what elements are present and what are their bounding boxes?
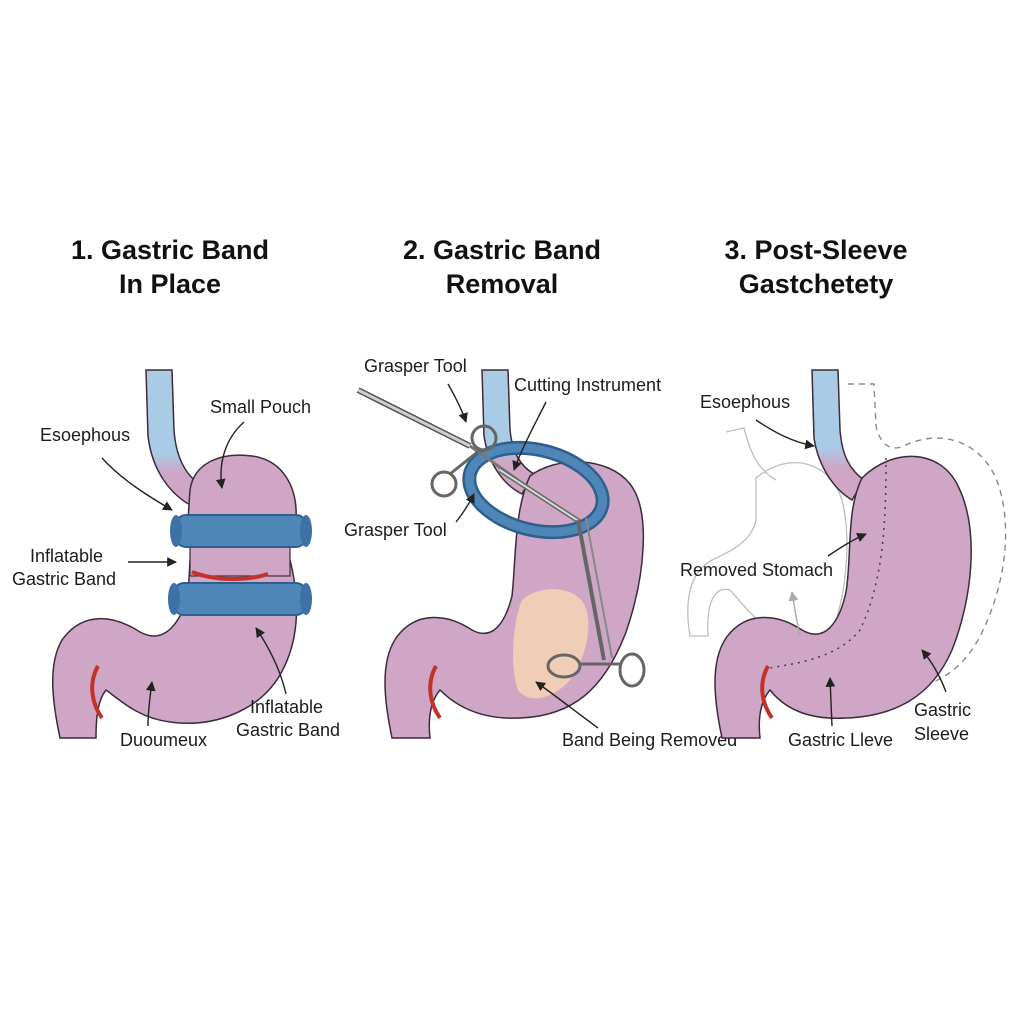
esophagus-tube-3 — [811, 369, 865, 502]
arrow-small-pouch — [215, 421, 245, 489]
band-scar-line — [191, 570, 269, 581]
label-sleeve-l1: Gastric — [914, 700, 971, 720]
panel-2-illustration: Grasper Tool Cutting Instrument Grasper … — [344, 356, 737, 750]
label-grasper-top: Grasper Tool — [364, 356, 467, 376]
gastric-band-lower — [168, 582, 312, 616]
removed-direction-arrow — [788, 591, 801, 637]
label-duodenum: Duoumeux — [120, 730, 207, 750]
grasper-tool-long — [546, 517, 646, 688]
panel-3-title-line2: Gastchetety — [738, 269, 894, 299]
label-band-upper-l1: Inflatable — [30, 546, 103, 566]
duodenum-red-line-3 — [760, 665, 774, 720]
panel-2-title-line2: Removal — [445, 269, 559, 299]
arrow-band-removed — [535, 681, 599, 729]
arrow-grasper-left — [455, 493, 475, 523]
panel-3-title-line1: 3. Post-Sleeve — [724, 235, 908, 265]
panel-2-title-line1: 2. Gastric Band — [402, 235, 602, 265]
cutting-instrument — [498, 467, 582, 525]
label-removed-stomach: Removed Stomach — [680, 560, 833, 580]
panel-1-illustration: Esoephous Small Pouch Inflatable Gastric… — [12, 369, 340, 750]
label-gastric-lleve: Gastric Lleve — [788, 730, 893, 750]
panel-1-title: 1. Gastric Band In Place — [20, 233, 320, 301]
removed-esophagus-outline — [725, 427, 777, 481]
arrow-esophagus-3 — [755, 419, 815, 450]
small-pouch — [187, 454, 297, 521]
duodenum-red-line — [90, 665, 104, 720]
panel-2-title: 2. Gastric Band Removal — [352, 233, 652, 301]
removed-stomach-outline — [687, 462, 848, 641]
label-esophagus-1: Esoephous — [40, 425, 130, 445]
arrow-cutting — [512, 401, 547, 471]
arrow-band-lower — [255, 627, 287, 695]
arrow-duodenum — [145, 681, 156, 727]
label-band-lower-l2: Gastric Band — [236, 720, 340, 740]
panel-1-title-line1: 1. Gastric Band — [70, 235, 270, 265]
panel-3-title: 3. Post-Sleeve Gastchetety — [666, 233, 966, 301]
label-band-lower-l1: Inflatable — [250, 697, 323, 717]
label-sleeve-l2: Sleeve — [914, 724, 969, 744]
label-grasper-left: Grasper Tool — [344, 520, 447, 540]
band-removal-area — [513, 589, 589, 699]
label-cutting: Cutting Instrument — [514, 375, 661, 395]
arrow-sleeve — [921, 649, 947, 693]
original-stomach-dashed — [848, 383, 1007, 691]
panel-1-title-line2: In Place — [118, 269, 222, 299]
arrow-esophagus-1 — [101, 457, 173, 511]
arrow-grasper-top — [447, 383, 468, 423]
label-band-removed: Band Being Removed — [562, 730, 737, 750]
panel-3-illustration: Esoephous Removed Stomach Gastric Lleve … — [680, 369, 1007, 750]
duodenum-red-line-2 — [428, 665, 442, 720]
label-band-upper-l2: Gastric Band — [12, 569, 116, 589]
arrow-gastric-lleve — [825, 677, 836, 727]
gastric-band-upper — [170, 514, 312, 548]
sleeve-stomach — [714, 455, 972, 739]
staple-line — [769, 457, 887, 669]
label-small-pouch: Small Pouch — [210, 397, 311, 417]
label-esophagus-3: Esoephous — [700, 392, 790, 412]
arrow-removed-stomach — [827, 532, 867, 557]
